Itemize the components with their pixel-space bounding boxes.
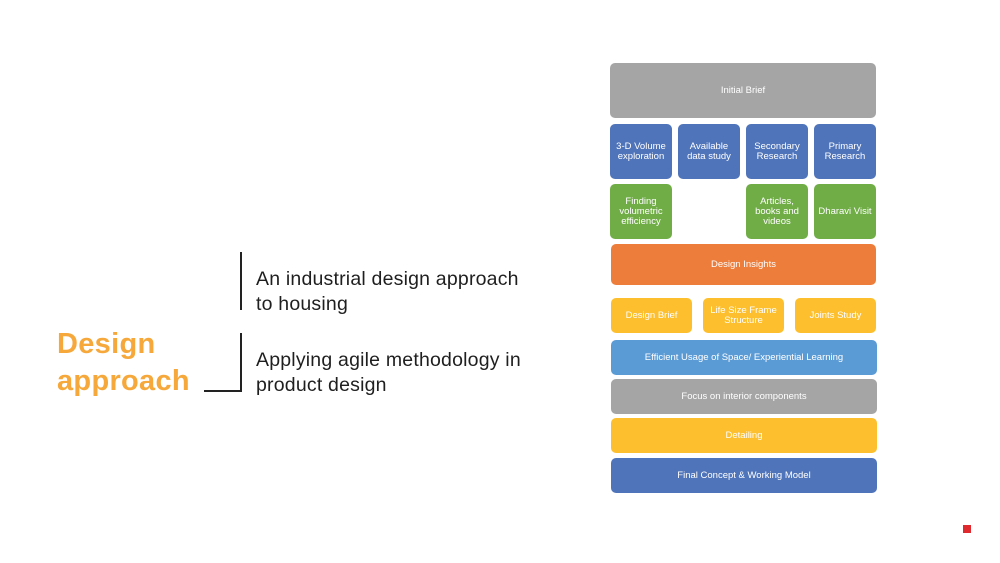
box-dharavi-visit: Dharavi Visit bbox=[814, 184, 876, 239]
box-label: efficiency bbox=[621, 215, 661, 227]
box-design-brief: Design Brief bbox=[611, 298, 692, 333]
slide-marker-icon bbox=[963, 525, 971, 533]
slide-title-line-1: Design bbox=[57, 328, 156, 360]
box-label: Design Brief bbox=[625, 309, 678, 321]
point-2-line-2: product design bbox=[256, 374, 387, 396]
box-design-insights: Design Insights bbox=[611, 244, 876, 285]
box-label: Research bbox=[756, 150, 798, 162]
box-label: Research bbox=[824, 150, 866, 162]
box-joints-study: Joints Study bbox=[795, 298, 876, 333]
box-label: Final Concept & Working Model bbox=[677, 469, 811, 481]
box-final-concept-working-model: Final Concept & Working Model bbox=[611, 458, 877, 493]
box-label: Secondary bbox=[754, 140, 800, 152]
box-efficient-usage-of-space: Efficient Usage of Space/ Experiential L… bbox=[611, 340, 877, 375]
box-detailing: Detailing bbox=[611, 418, 877, 453]
box-label: Structure bbox=[724, 314, 763, 326]
box-label: exploration bbox=[617, 150, 665, 162]
box-label: Joints Study bbox=[809, 309, 862, 321]
box-label: Efficient Usage of Space/ Experiential L… bbox=[644, 351, 844, 363]
point-industrial-design: An industrial design approach to housing bbox=[256, 267, 519, 317]
box-label: Detailing bbox=[725, 429, 763, 441]
point-1-line-2: to housing bbox=[256, 293, 348, 315]
box-label: Dharavi Visit bbox=[818, 205, 872, 217]
box-label: 3-D Volume bbox=[616, 140, 666, 152]
box-label: volumetric bbox=[619, 205, 663, 217]
box-label: Design Insights bbox=[711, 258, 776, 270]
box-initial-brief: Initial Brief bbox=[610, 63, 876, 118]
box-label: data study bbox=[687, 150, 731, 162]
box-label: Primary bbox=[828, 140, 862, 152]
box-label: Initial Brief bbox=[720, 84, 766, 96]
box-label: videos bbox=[763, 215, 791, 227]
bracket-line-bottom bbox=[240, 333, 242, 392]
box-label: Finding bbox=[625, 195, 657, 207]
point-2-line-1: Applying agile methodology in bbox=[256, 349, 521, 371]
box-focus-on-interior-components: Focus on interior components bbox=[611, 379, 877, 414]
bracket-line-top bbox=[240, 252, 242, 310]
box-label: Life Size Frame bbox=[710, 304, 777, 316]
slide-title-line-2: approach bbox=[57, 365, 190, 397]
slide-title: Design approach bbox=[57, 326, 190, 400]
box-label: Focus on interior components bbox=[681, 390, 807, 402]
box-label: Available bbox=[689, 140, 729, 152]
point-agile-methodology: Applying agile methodology in product de… bbox=[256, 348, 521, 398]
bracket-connector bbox=[204, 390, 242, 392]
point-1-line-1: An industrial design approach bbox=[256, 268, 519, 290]
box-label: Articles, bbox=[760, 195, 794, 207]
box-label: books and bbox=[755, 205, 799, 217]
